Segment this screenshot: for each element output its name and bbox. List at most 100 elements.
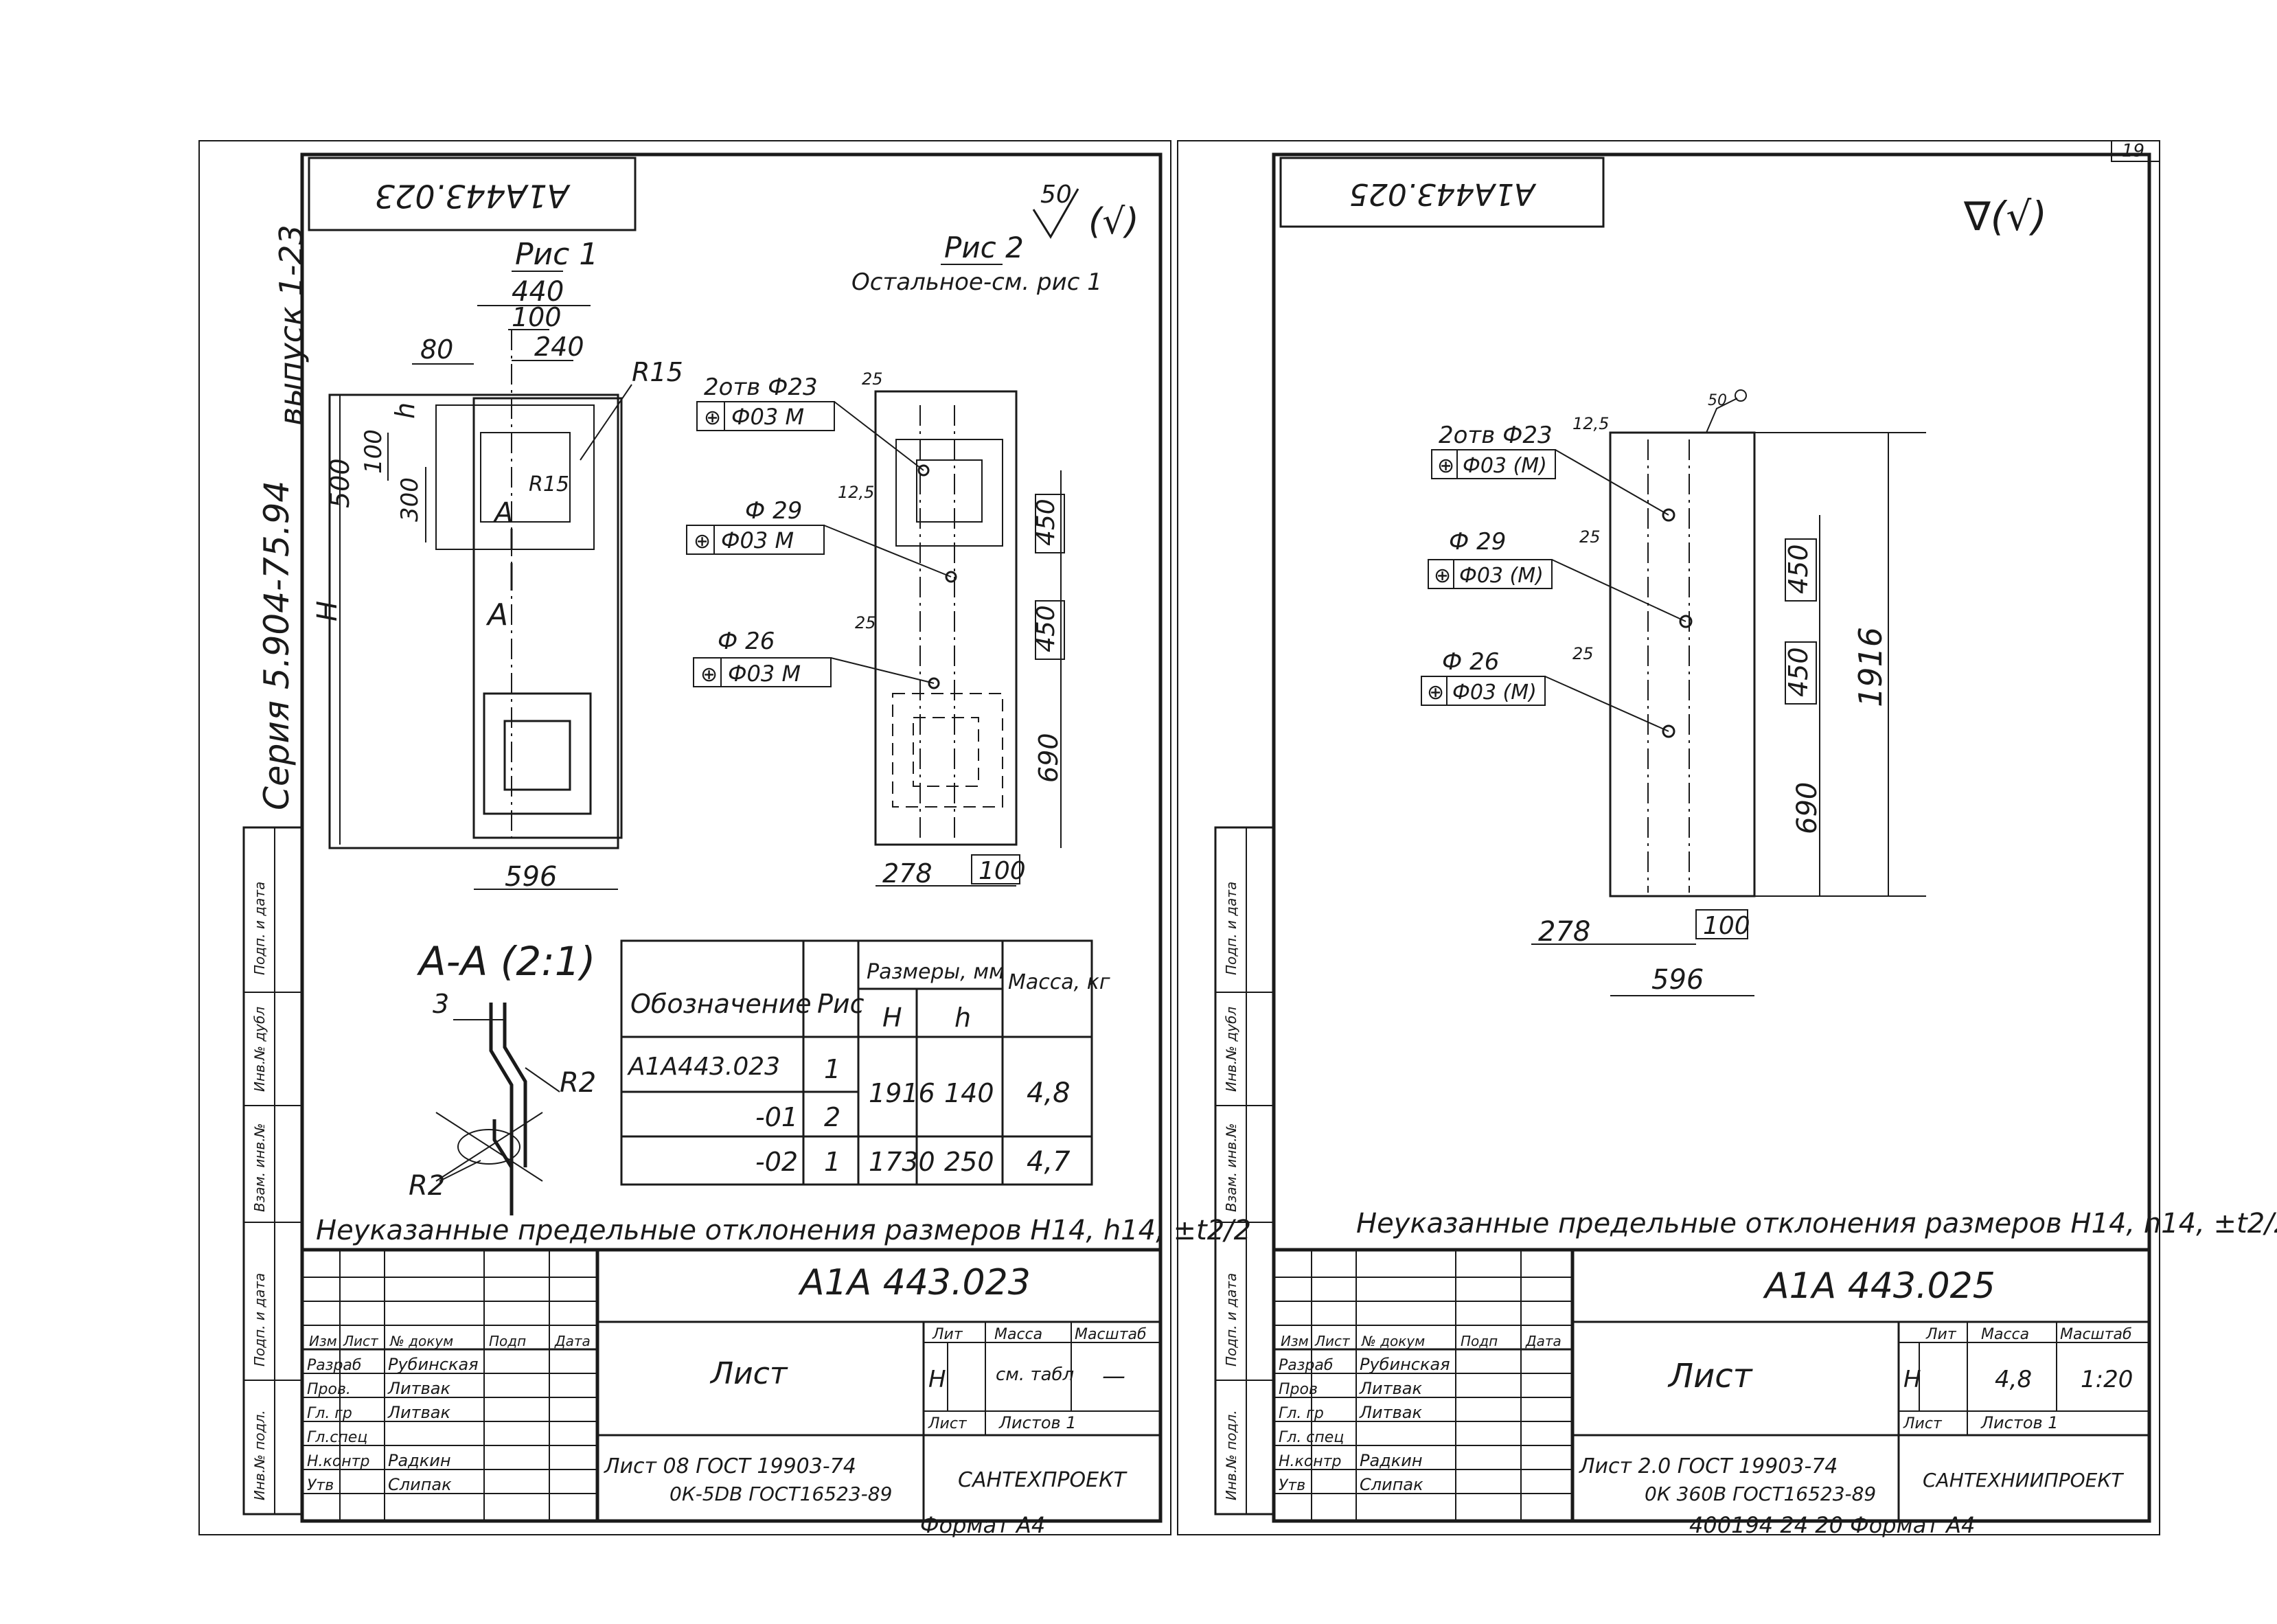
hole-label: 2отв Ф23 bbox=[704, 374, 818, 401]
fig2-note: Остальное-см. рис 1 bbox=[851, 268, 1102, 296]
right-box-450b bbox=[1785, 641, 1817, 705]
fig2-hole-1 bbox=[917, 464, 930, 477]
table-header-h: h bbox=[954, 1003, 971, 1033]
hole-leader bbox=[1544, 676, 1669, 732]
tb-sheets-header: Листов 1 bbox=[998, 1413, 1077, 1432]
table-cell-designation-1: -01 bbox=[755, 1102, 798, 1132]
section-title: А-А (2:1) bbox=[416, 938, 595, 985]
side-stamp-frame bbox=[1214, 826, 1275, 1516]
tb-staff-role-0: Разраб bbox=[307, 1357, 361, 1374]
section-cross-ellipse bbox=[457, 1129, 520, 1165]
hole-tolerance-frame bbox=[1428, 559, 1553, 589]
top-roughness-circle-icon bbox=[1735, 389, 1747, 402]
tb-staff-name-1: Литвак bbox=[387, 1379, 450, 1398]
tb-staff-role-3: Гл.спец bbox=[307, 1429, 367, 1446]
tb-role-h0: Изм bbox=[1281, 1333, 1309, 1349]
tb-material-1: Лист 08 ГОСТ 19903-74 bbox=[604, 1454, 856, 1478]
table-header-mass: Масса, кг bbox=[1008, 970, 1110, 994]
right-outer-border bbox=[1177, 140, 2160, 1535]
tb-mass-header: Масса bbox=[1981, 1326, 2029, 1343]
position-icon: ⊕ bbox=[1437, 454, 1454, 478]
table-cell-H-2: 1730 bbox=[869, 1147, 935, 1177]
tb-staff-name-5: Слипак bbox=[388, 1475, 452, 1494]
hole-label: Ф 26 bbox=[718, 628, 775, 655]
table-cell-h-2: 250 bbox=[944, 1147, 994, 1177]
hole-tolerance: Ф03 (М) bbox=[1452, 681, 1537, 705]
tb-code: А1А 443.025 bbox=[1763, 1266, 1995, 1307]
right-box-100 bbox=[1695, 909, 1748, 939]
dim-1916: 1916 bbox=[1852, 627, 1889, 707]
fig1-upper-opening bbox=[480, 432, 571, 523]
sheet-number-box bbox=[2111, 140, 2160, 162]
right-hole-3 bbox=[1662, 724, 1675, 738]
hole-leader bbox=[1551, 559, 1686, 622]
tb-staff-name-0: Рубинская bbox=[1360, 1355, 1450, 1374]
tb-scale-header: Масштаб bbox=[2060, 1326, 2132, 1343]
tb-lit: Н bbox=[1903, 1366, 1921, 1393]
table-cell-h-0: 140 bbox=[944, 1078, 994, 1108]
table-cell-mass-0: 4,8 bbox=[1027, 1077, 1071, 1109]
right-frame bbox=[1272, 152, 2151, 1523]
fig2-box-450b bbox=[1035, 600, 1065, 660]
table-cell-designation-0: А1А443.023 bbox=[627, 1053, 780, 1081]
fig2-upper-opening bbox=[916, 459, 983, 523]
section-dim-3: 3 bbox=[433, 989, 449, 1019]
tb-role-h2: № докум bbox=[1361, 1333, 1425, 1349]
tb-staff-name-1: Литвак bbox=[1359, 1379, 1422, 1398]
fig2-upper-window bbox=[895, 439, 1003, 547]
tb-staff-role-1: Пров. bbox=[307, 1381, 351, 1398]
dim-80: 80 bbox=[420, 334, 453, 365]
left-roughness-check-icon bbox=[1032, 188, 1079, 239]
left-roughness-symbol: (√) bbox=[1088, 201, 1139, 242]
issue-text: выпуск 1-23 bbox=[273, 225, 310, 426]
table-header-sizes: Размеры, мм bbox=[867, 960, 1005, 984]
dim-100: 100 bbox=[512, 302, 562, 332]
dim-100: 100 bbox=[1703, 912, 1750, 940]
dim-278: 278 bbox=[1538, 916, 1590, 948]
fig2-dim-690: 690 bbox=[1033, 733, 1064, 783]
dim-596: 596 bbox=[505, 861, 557, 893]
tb-org: САНТЕХПРОЕКТ bbox=[958, 1468, 1128, 1492]
tb-sheet-header: Лист bbox=[1903, 1415, 1943, 1432]
section-dim-R2a: R2 bbox=[560, 1067, 596, 1099]
title-block-frame bbox=[300, 1248, 1163, 1523]
right-plate bbox=[1609, 431, 1756, 897]
fig2-dim-450a: 450 bbox=[1032, 499, 1060, 546]
tb-staff-name-4: Радкин bbox=[388, 1451, 451, 1470]
hole-tolerance-frame bbox=[696, 401, 835, 431]
side-stamp-label-2: Взам. инв.№ bbox=[1223, 1123, 1239, 1212]
tb-role-h3: Подп bbox=[1461, 1333, 1498, 1349]
tb-name: Лист bbox=[709, 1356, 788, 1391]
section-r2-leader-1 bbox=[525, 1067, 560, 1093]
tb-lit-header: Лит bbox=[1925, 1326, 1957, 1343]
tb-role-h3: Подп bbox=[489, 1333, 526, 1349]
fig2-dim-278: 278 bbox=[882, 858, 932, 889]
tb-staff-role-1: Пров bbox=[1279, 1381, 1318, 1398]
table-cell-fig-1: 2 bbox=[824, 1102, 840, 1132]
tb-material-2: 0К 360В ГОСТ16523-89 bbox=[1645, 1483, 1876, 1505]
table-cell-fig-0: 1 bbox=[824, 1054, 840, 1084]
position-icon: ⊕ bbox=[1434, 564, 1451, 588]
hole-leader bbox=[830, 657, 935, 684]
tb-mass-header: Масса bbox=[994, 1326, 1042, 1343]
section-r2-leader-2 bbox=[439, 1160, 481, 1182]
dim-R15: R15 bbox=[632, 357, 683, 387]
fig1-upper-window bbox=[435, 404, 595, 550]
tb-scale-header: Масштаб bbox=[1075, 1326, 1147, 1343]
tb-staff-role-4: Н.контр bbox=[307, 1453, 369, 1470]
section-profile-1 bbox=[489, 1003, 514, 1167]
tb-lit-header: Лит bbox=[932, 1326, 963, 1343]
hole-leader bbox=[823, 525, 952, 577]
table-header-H: H bbox=[882, 1003, 902, 1033]
dim-h: h bbox=[390, 402, 420, 419]
hole-tolerance-frame bbox=[686, 525, 825, 555]
fig1-lower-window bbox=[483, 692, 592, 815]
tb-role-h4: Дата bbox=[1525, 1333, 1561, 1349]
side-stamp-label-0: Подп. и дата bbox=[1223, 882, 1239, 975]
dim-450b: 450 bbox=[1783, 647, 1813, 697]
series-text: Серия 5.904-75.94 bbox=[257, 481, 297, 810]
position-icon: ⊕ bbox=[704, 406, 721, 430]
parts-table: Обозначение Рис Размеры, мм H h Масса, к… bbox=[620, 939, 1110, 1186]
r15-leader bbox=[580, 384, 632, 461]
